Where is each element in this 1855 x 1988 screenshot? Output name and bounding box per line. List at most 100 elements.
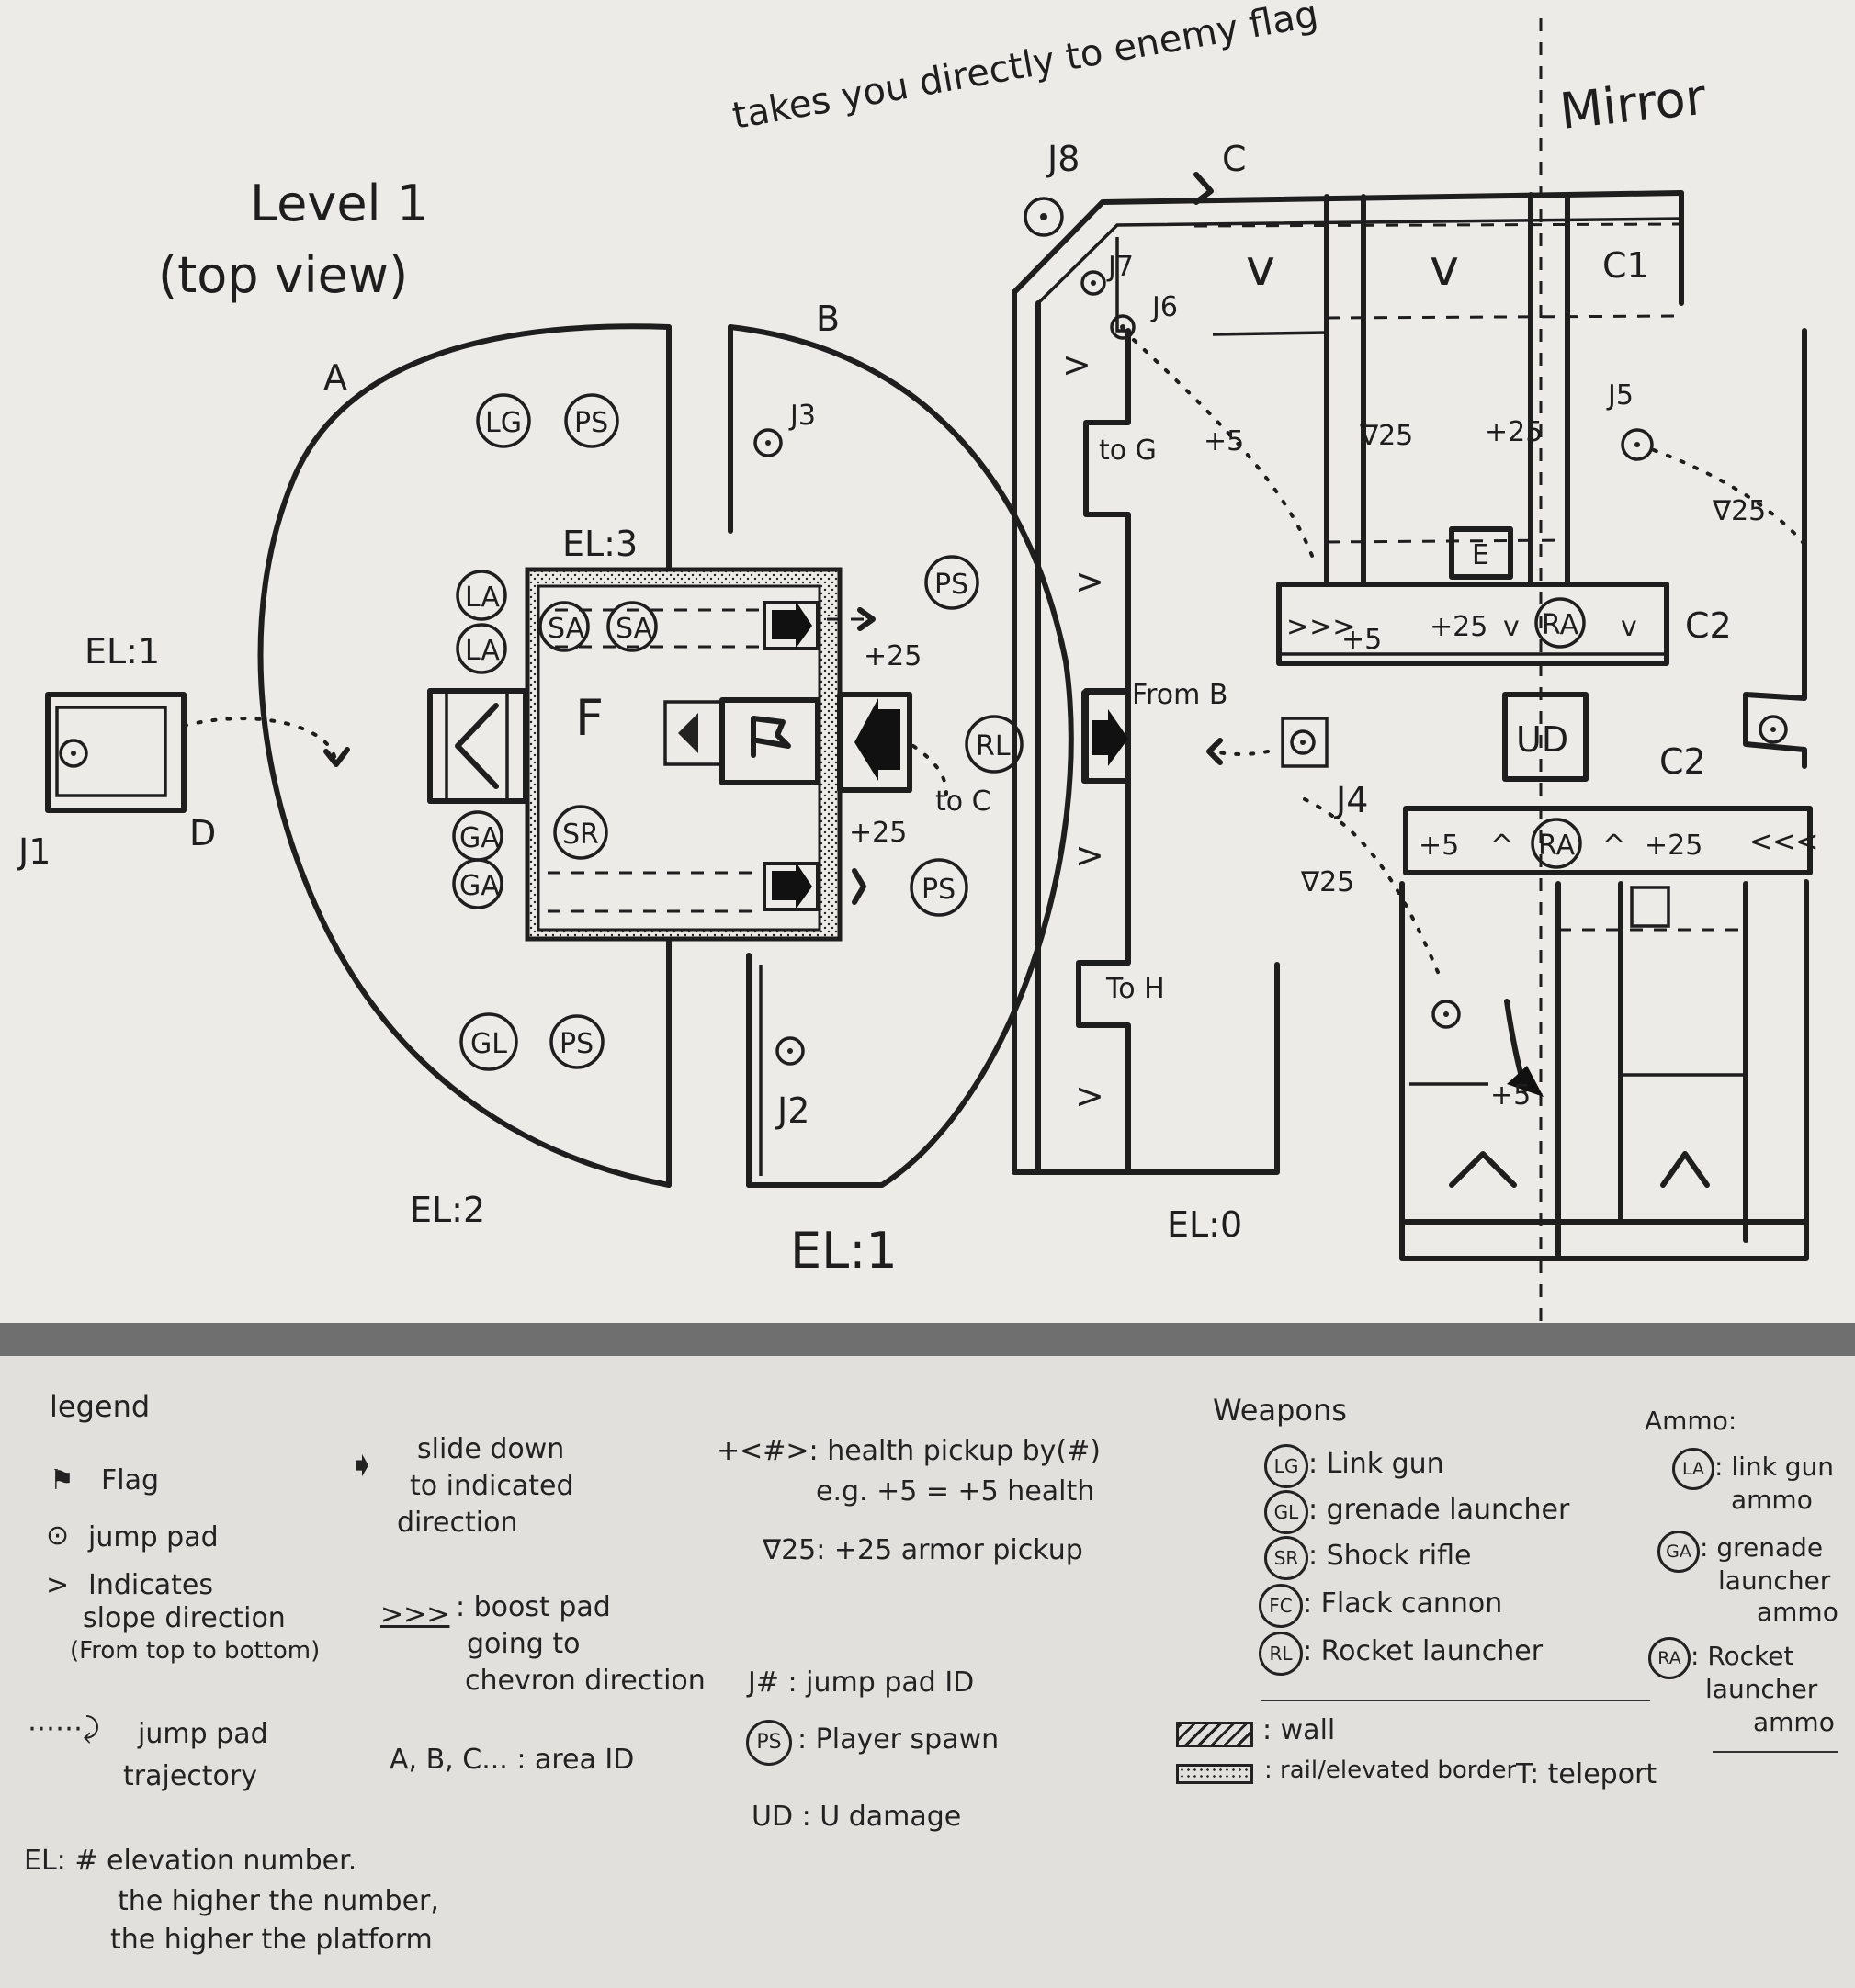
- jump-pad-j1-dot: [71, 751, 76, 756]
- svg-text:SA: SA: [548, 613, 585, 645]
- u-damage-box: [1502, 692, 1589, 782]
- from-b-arrow: [1092, 709, 1128, 766]
- j1-label: J1: [17, 831, 51, 872]
- pickup-b-health-1: +25: [864, 640, 922, 672]
- svg-text:LA: LA: [465, 582, 500, 614]
- j6-label: J6: [1150, 291, 1178, 323]
- ammo-ra-line3: ammo: [1753, 1707, 1835, 1737]
- pickup-c2-health-1: +5: [1341, 624, 1382, 656]
- area-c-j6-edge: [1115, 237, 1128, 333]
- area-e-label: E: [1472, 539, 1489, 571]
- item-lg: LG: [476, 393, 531, 448]
- weapon-code-lg: LG: [1264, 1444, 1308, 1488]
- legend-weapons-title: Weapons: [1213, 1393, 1347, 1428]
- legend-slope-3: (From top to bottom): [70, 1637, 321, 1665]
- slope-legend-icon: >: [46, 1569, 70, 1601]
- item-ra-lower: RA: [1531, 818, 1582, 869]
- svg-text:RA: RA: [1538, 830, 1576, 862]
- area-c-label-hook: [1193, 172, 1214, 205]
- weapon-name-rl: : Rocket launcher: [1303, 1635, 1544, 1667]
- pickup-c2-health-2: +25: [1430, 611, 1487, 643]
- ammo-ra-line1: : Rocket: [1691, 1641, 1794, 1671]
- lane-dash-mid: [1326, 314, 1682, 320]
- jump-pad-j2: [775, 1036, 805, 1066]
- west-stairs: [427, 688, 528, 804]
- pickup-lower-health: +5: [1490, 1079, 1531, 1112]
- slope-chevron-bridge-3: ^: [1490, 830, 1513, 862]
- item-sr: SR: [553, 805, 608, 860]
- slope-chevron-c4: >: [1075, 1076, 1104, 1116]
- from-b-label: From B: [1132, 679, 1227, 711]
- flag-slide-pad: [663, 700, 724, 766]
- legend-health-2: e.g. +5 = +5 health: [816, 1475, 1095, 1508]
- j4-trajectory: [1211, 750, 1270, 756]
- j7-label: J7: [1106, 251, 1134, 283]
- player-spawn-legend-icon: PS: [746, 1720, 792, 1766]
- jump-pad-j7: [1080, 270, 1106, 296]
- ammo-ra-line2: launcher: [1705, 1674, 1818, 1704]
- jump-pad-legend-icon: ⊙: [46, 1519, 70, 1552]
- legend-health-1: +<#>: health pickup by(#): [717, 1435, 1101, 1467]
- area-b-label: B: [816, 299, 840, 339]
- mirror-label: Mirror: [1557, 68, 1710, 141]
- jump-pad-j1: [59, 739, 88, 768]
- svg-text:SA: SA: [616, 613, 653, 645]
- legend-separator: [1261, 1700, 1650, 1701]
- map-subtitle: (top view): [158, 246, 408, 304]
- el2-label: EL:2: [410, 1190, 485, 1230]
- item-la-2: LA: [456, 623, 507, 674]
- j6-trajectory: [1132, 338, 1316, 562]
- area-c2-label-lower: C2: [1659, 741, 1706, 782]
- ammo-code-ga: GA: [1657, 1531, 1700, 1573]
- boost-legend-icon: >>>: [380, 1598, 450, 1631]
- legend-rail: : rail/elevated border: [1264, 1756, 1517, 1784]
- legend-slope-1: Indicates: [88, 1569, 213, 1601]
- area-d-label: D: [189, 813, 216, 853]
- ammo-ga-line3: ammo: [1757, 1597, 1838, 1627]
- legend-area-id: A, B, C... : area ID: [390, 1744, 635, 1776]
- ammo-la-line2: ammo: [1731, 1485, 1813, 1515]
- item-sa-2: SA: [606, 601, 658, 652]
- svg-text:GL: GL: [470, 1028, 507, 1060]
- pickup-b-health-2: +25: [849, 817, 907, 849]
- item-rl: RL: [965, 715, 1024, 774]
- item-ps-b1: PS: [924, 555, 979, 610]
- slide-legend-icon: ➧: [347, 1444, 377, 1485]
- svg-text:GA: GA: [459, 822, 500, 854]
- svg-text:PS: PS: [574, 407, 608, 439]
- lower-teleport-box: [1630, 886, 1670, 928]
- trajectory-top-arrow: [857, 607, 876, 631]
- legend-elevation-2: the higher the number,: [118, 1885, 439, 1917]
- item-ps-a1: PS: [564, 393, 619, 448]
- legend-boost-3: chevron direction: [465, 1665, 706, 1697]
- legend-teleport: T: teleport: [1516, 1758, 1657, 1790]
- boost-pad-lower: <<<: [1749, 826, 1818, 858]
- j4-trajectory-arrow: [1206, 738, 1223, 765]
- el1-bottom-label: EL:1: [790, 1222, 898, 1280]
- slide-arrow-bottom: [772, 862, 812, 909]
- map-sheet: Level 1 (top view) takes you directly to…: [17, 0, 1819, 1323]
- ammo-ga-line1: : grenade: [1700, 1532, 1824, 1563]
- legend-ammo-title: Ammo:: [1645, 1406, 1737, 1436]
- area-f-label: F: [575, 689, 604, 747]
- trajectory-legend-icon: ⋯⋯⤸: [28, 1712, 99, 1745]
- slide-arrow-top: [772, 601, 812, 649]
- jump-pad-lower: [1431, 1000, 1461, 1029]
- ammo-code-la: LA: [1672, 1448, 1714, 1490]
- rail-legend-swatch: [1176, 1764, 1253, 1784]
- slope-chevron-c3: >: [1075, 835, 1104, 875]
- pickup-c2-armor: ∇25: [1300, 866, 1354, 898]
- j4-lower-trajectory: [1303, 797, 1444, 985]
- area-c1-label: C1: [1602, 245, 1649, 286]
- lane-ledge: [1212, 331, 1328, 336]
- teleport-e: [1449, 526, 1513, 580]
- legend-elevation-3: the higher the platform: [110, 1924, 433, 1956]
- legend-trajectory-2: trajectory: [123, 1760, 257, 1792]
- enemy-flag-note: takes you directly to enemy flag: [730, 0, 1321, 138]
- area-a-boundary: [257, 323, 672, 1188]
- ammo-separator: [1713, 1751, 1838, 1753]
- area-a-label: A: [323, 357, 347, 398]
- lane-dash-top: [1193, 222, 1682, 228]
- u-damage-label: UD: [1516, 719, 1568, 760]
- area-d-inner: [55, 706, 167, 797]
